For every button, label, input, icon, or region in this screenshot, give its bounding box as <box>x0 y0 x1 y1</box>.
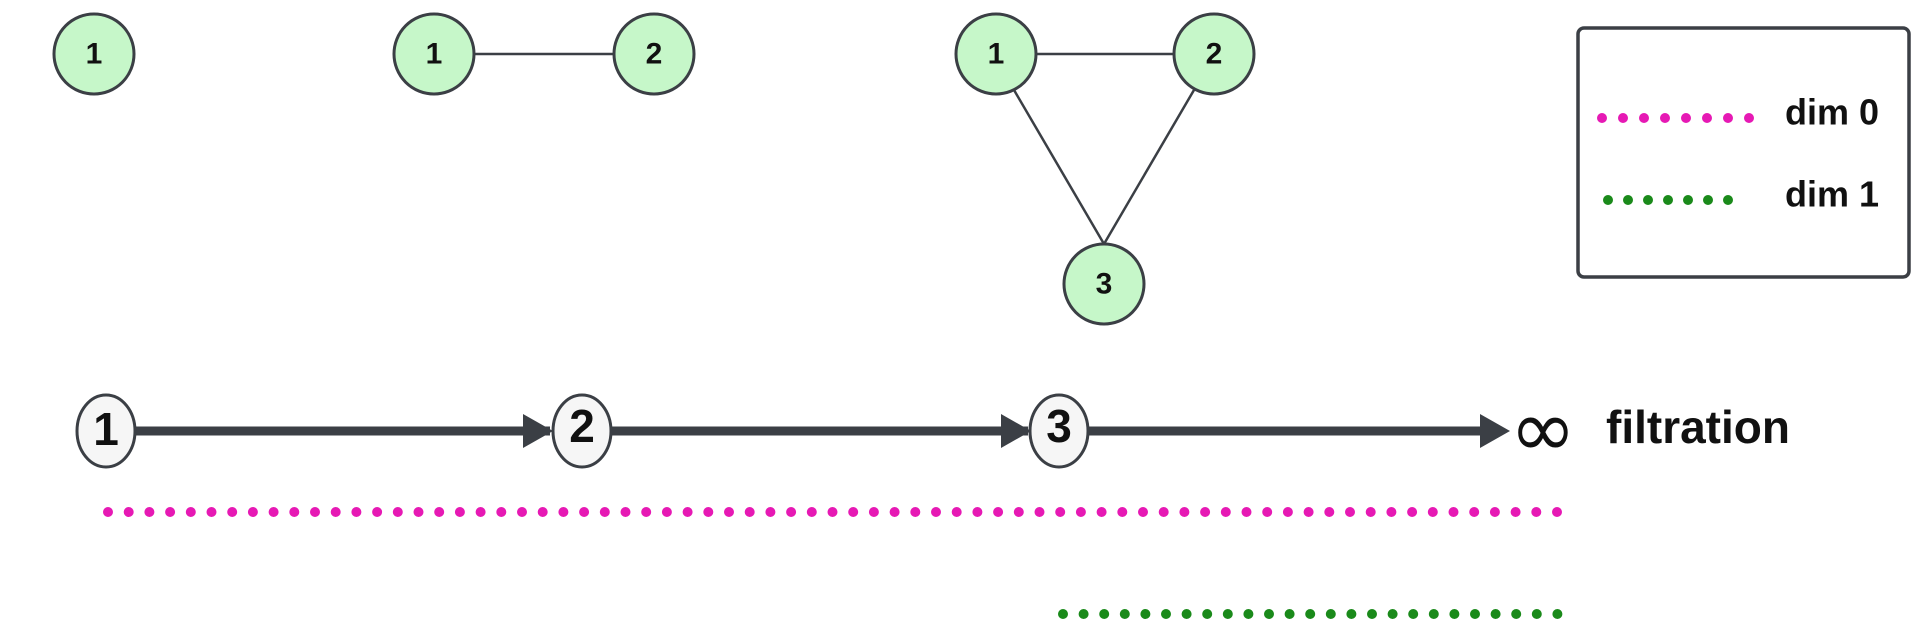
arrowhead-1 <box>523 414 553 448</box>
vertex-1: 1 <box>52 12 136 96</box>
legend-box <box>1576 26 1911 279</box>
legend: dim 0 dim 1 <box>1576 26 1911 279</box>
legend-dim0-label: dim 0 <box>1785 92 1879 133</box>
complex-2: 1 2 <box>392 12 696 96</box>
filtration-step-1: 1 <box>75 393 137 469</box>
complex-3: 1 2 3 <box>954 12 1256 326</box>
vertex-3: 3 <box>1062 242 1146 326</box>
vertex-label: 1 <box>426 38 443 71</box>
step-label: 1 <box>93 403 119 455</box>
filtration-step-2: 2 <box>551 393 613 469</box>
vertex-label: 1 <box>86 38 103 71</box>
vertex-label: 2 <box>1206 38 1223 71</box>
vertex-1: 1 <box>392 12 476 96</box>
filtration-label: filtration <box>1606 401 1790 453</box>
vertex-label: 2 <box>646 38 663 71</box>
complex-1: 1 <box>52 12 136 96</box>
vertex-label: 1 <box>988 38 1005 71</box>
step-label: 2 <box>569 400 595 452</box>
vertex-2: 2 <box>612 12 696 96</box>
edge-2-3 <box>1102 89 1196 245</box>
vertex-1: 1 <box>954 12 1038 96</box>
barcode <box>103 507 1563 619</box>
arrowhead-2 <box>1001 414 1031 448</box>
arrowhead-3 <box>1480 414 1510 448</box>
step-label: 3 <box>1046 400 1072 452</box>
vertex-2: 2 <box>1172 12 1256 96</box>
filtration-axis: 1 2 3 ∞ filtration <box>75 383 1790 476</box>
edge-1-3 <box>1012 89 1106 245</box>
legend-dim1-label: dim 1 <box>1785 174 1879 215</box>
vertex-label: 3 <box>1096 268 1113 301</box>
filtration-step-3: 3 <box>1028 393 1090 469</box>
infinity-symbol: ∞ <box>1510 383 1577 476</box>
